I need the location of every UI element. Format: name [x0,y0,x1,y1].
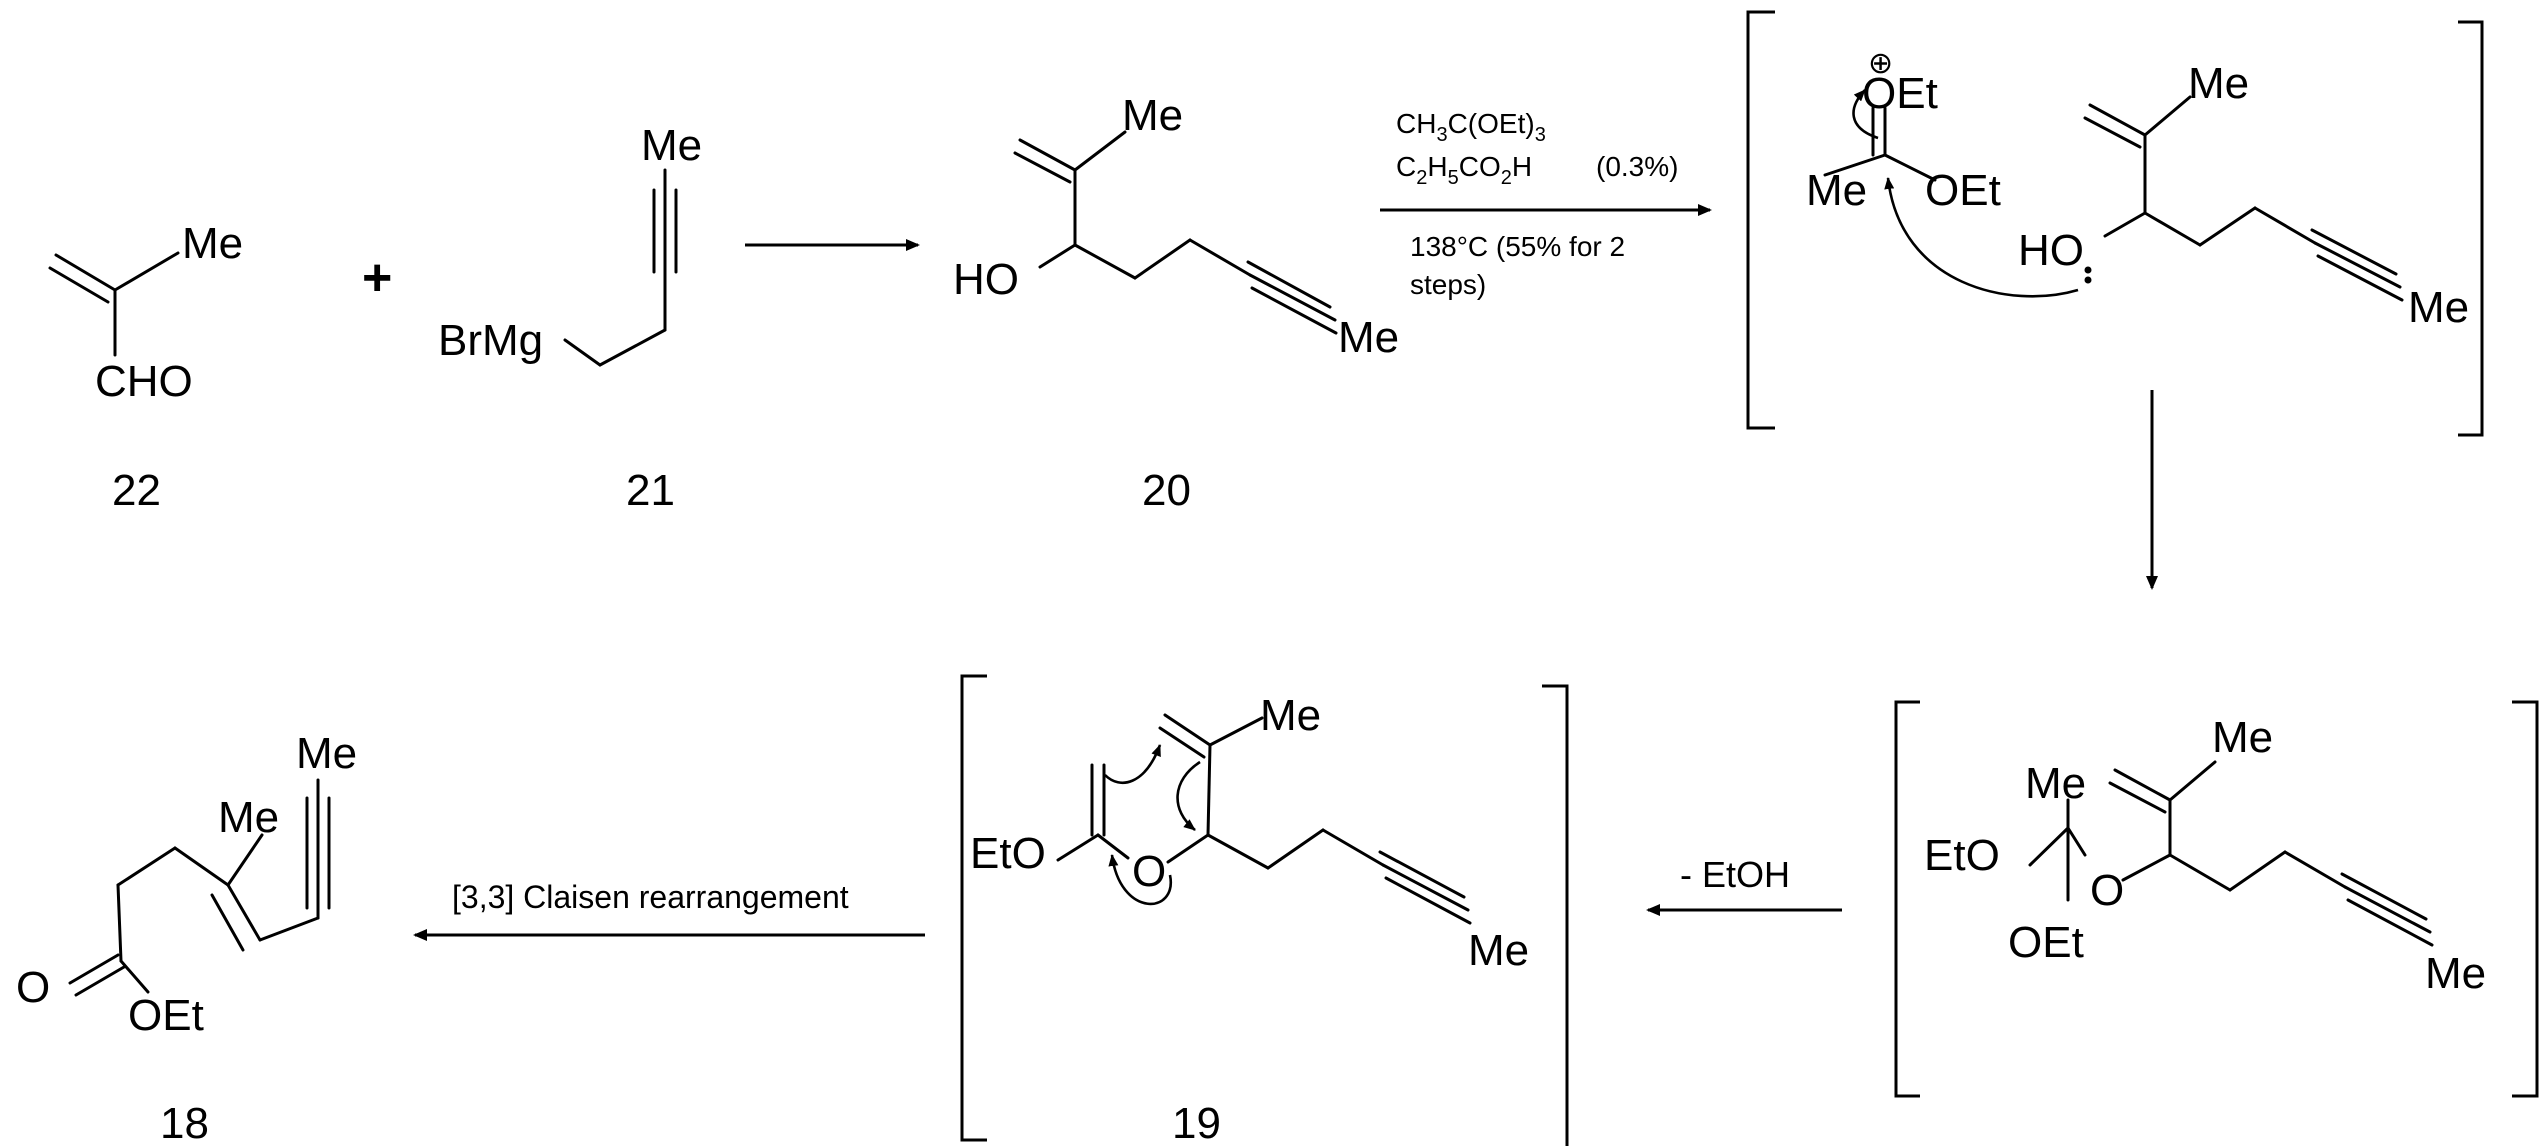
c19-me-top-label: Me [1260,691,1321,740]
curly-arrow-19-c [1108,854,1173,906]
compound-18: O OEt Me Me 18 [16,729,357,1148]
c20-me-top-label: Me [1122,91,1183,140]
label-claisen: [3,3] Claisen rearrangement [452,879,849,915]
bracket-right-3 [1542,684,1569,1146]
condition-line-1: 138°C (55% for 2 [1410,231,1625,262]
int2-me-c-label: Me [2025,759,2086,808]
compound-number-22: 22 [112,466,161,515]
conditions-step2: CH3C(OEt)3 C2H5CO2H (0.3%) 138°C (55% fo… [1380,108,1712,300]
compound-number-19: 19 [1172,1099,1221,1148]
bracket-left-3 [960,674,987,1142]
c22-cho-label: CHO [95,357,193,406]
compound-19: EtO O Me Me 19 [960,674,1569,1148]
compound-number-21: 21 [626,466,675,515]
curly-arrow-19-a [1104,744,1162,784]
int1-oet-top-label: OEt [1862,69,1938,118]
int1-oet-side-label: OEt [1925,166,2001,215]
compound-20: Me HO Me 20 [953,91,1399,515]
bracket-left [1746,10,1775,430]
int1-me-alkyne-label: Me [2408,283,2469,332]
int2-me-top-label: Me [2212,713,2273,762]
compound-number-18: 18 [160,1099,209,1148]
label-minus-etoh: - EtOH [1680,854,1790,895]
bracket-right [2458,20,2484,437]
int1-me-left-label: Me [1806,166,1867,215]
curly-arrow-attack [1884,177,2079,298]
int1-me-top-label: Me [2188,59,2249,108]
reagent-2: C2H5CO2H [1396,151,1532,189]
int2-me-alkyne-label: Me [2425,949,2486,998]
c19-o-label: O [1132,847,1166,896]
c18-me-mid-label: Me [218,793,279,842]
curly-arrow-19-b [1176,760,1201,832]
condition-line-2: steps) [1410,269,1486,300]
c20-me-alkyne-label: Me [1338,313,1399,362]
bracket-right-2 [2512,700,2539,1098]
curly-arrow-push [1852,89,1879,140]
c18-me-top-label: Me [296,729,357,778]
int2-oet-label: OEt [2008,918,2084,967]
compound-21: BrMg Me 21 [438,121,702,515]
c20-ho-label: HO [953,255,1019,304]
int2-o-label: O [2090,866,2124,915]
c21-me-label: Me [641,121,702,170]
int1-positive-charge: ⊕ [1868,47,1893,80]
c19-me-alkyne-label: Me [1468,926,1529,975]
reagent-1: CH3C(OEt)3 [1396,108,1546,146]
intermediate-1: OEt ⊕ Me OEt Me HO Me [1746,10,2484,437]
intermediate-2: EtO Me O OEt Me Me [1894,700,2539,1098]
int1-ho-label: HO [2018,226,2084,275]
c19-eto-label: EtO [970,829,1046,878]
compound-22: Me CHO 22 [48,219,243,515]
int2-eto-label: EtO [1924,831,2000,880]
bracket-left-2 [1894,700,1920,1098]
reagent-2-percent: (0.3%) [1596,151,1678,182]
plus-sign: + [362,249,392,307]
c18-o-label: O [16,963,50,1012]
c22-me-label: Me [182,219,243,268]
compound-number-20: 20 [1142,466,1191,515]
c18-oet-label: OEt [128,991,204,1040]
c21-brmg-label: BrMg [438,316,543,365]
